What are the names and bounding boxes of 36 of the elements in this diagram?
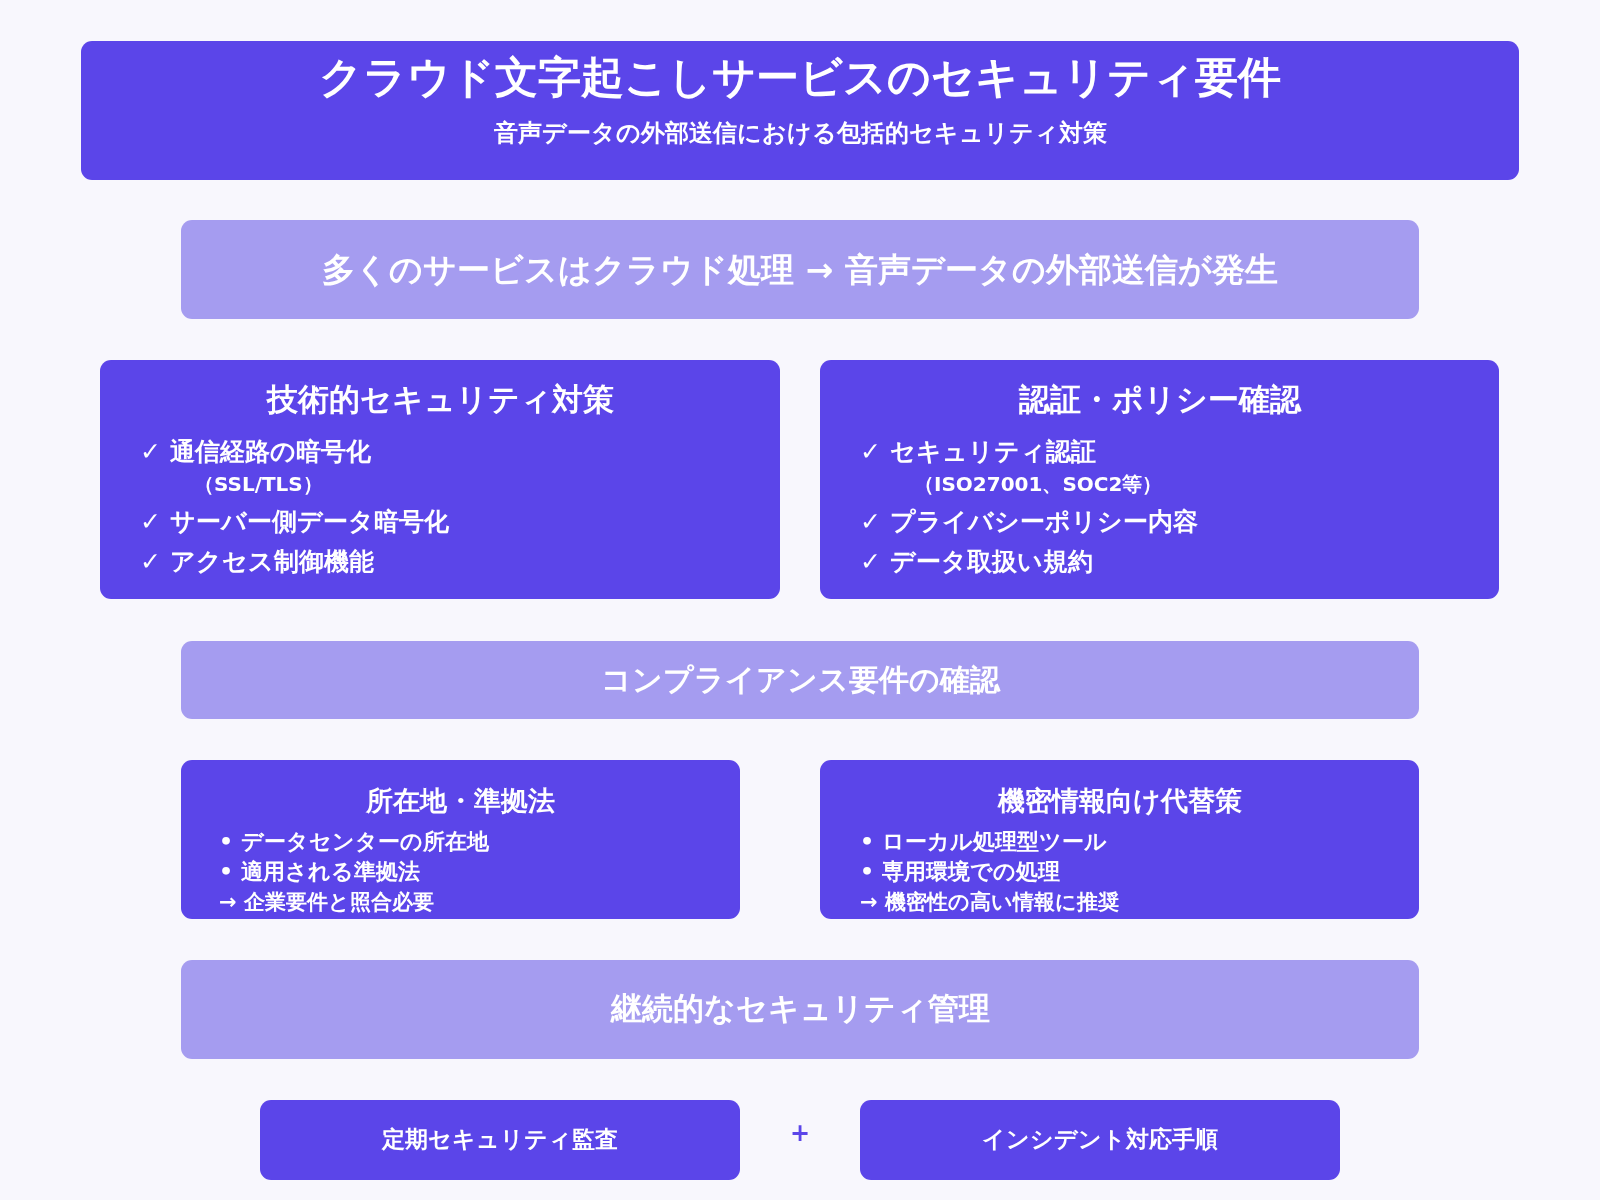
note-text: → 企業要件と照合必要 bbox=[219, 890, 434, 916]
check-item: ✓ データ取扱い規約 bbox=[860, 547, 1093, 577]
step-label: インシデント対応手順 bbox=[982, 1126, 1218, 1154]
category-card bbox=[820, 760, 1419, 919]
category-card bbox=[181, 760, 740, 919]
banner-text: 多くのサービスはクラウド処理 → 音声データの外部送信が発生 bbox=[322, 250, 1278, 290]
step-box bbox=[860, 1100, 1340, 1180]
check-item: ✓ サーバー側データ暗号化 bbox=[140, 507, 449, 537]
section-heading: 認証・ポリシー確認 bbox=[1018, 381, 1301, 419]
category-card bbox=[100, 360, 780, 599]
bullet-item: • 専用環境での処理 bbox=[860, 858, 1060, 886]
section-heading: 機密情報向け代替策 bbox=[997, 784, 1242, 818]
check-item: ✓ 通信経路の暗号化 bbox=[140, 437, 371, 467]
check-item: ✓ プライバシーポリシー内容 bbox=[860, 507, 1198, 537]
bullet-item: • ローカル処理型ツール bbox=[860, 828, 1107, 856]
step-box bbox=[260, 1100, 740, 1180]
bullet-item: • 適用される準拠法 bbox=[219, 858, 420, 886]
step-label: 定期セキュリティ監査 bbox=[382, 1126, 618, 1154]
banner-text: 継続的なセキュリティ管理 bbox=[610, 990, 990, 1028]
check-item: ✓ アクセス制御機能 bbox=[140, 547, 374, 577]
section-heading: 所在地・準拠法 bbox=[366, 784, 555, 818]
section-banner bbox=[181, 960, 1419, 1059]
subtitle: 音声データの外部送信における包括的セキュリティ対策 bbox=[493, 118, 1107, 148]
category-card bbox=[820, 360, 1499, 599]
check-item: ✓ セキュリティ認証 bbox=[860, 437, 1096, 467]
summary-banner bbox=[181, 220, 1419, 319]
section-heading: 技術的セキュリティ対策 bbox=[266, 381, 614, 419]
bullet-item: • データセンターの所在地 bbox=[219, 828, 489, 856]
item-note: （ISO27001、SOC2等） bbox=[914, 472, 1163, 496]
banner-text: コンプライアンス要件の確認 bbox=[600, 662, 1000, 698]
section-banner bbox=[181, 641, 1419, 719]
title: クラウド文字起こしサービスのセキュリティ要件 bbox=[319, 52, 1281, 104]
note-text: → 機密性の高い情報に推奨 bbox=[860, 890, 1119, 916]
header-panel bbox=[81, 41, 1519, 180]
plus-sign: + bbox=[789, 1118, 811, 1148]
item-note: （SSL/TLS） bbox=[194, 472, 323, 496]
